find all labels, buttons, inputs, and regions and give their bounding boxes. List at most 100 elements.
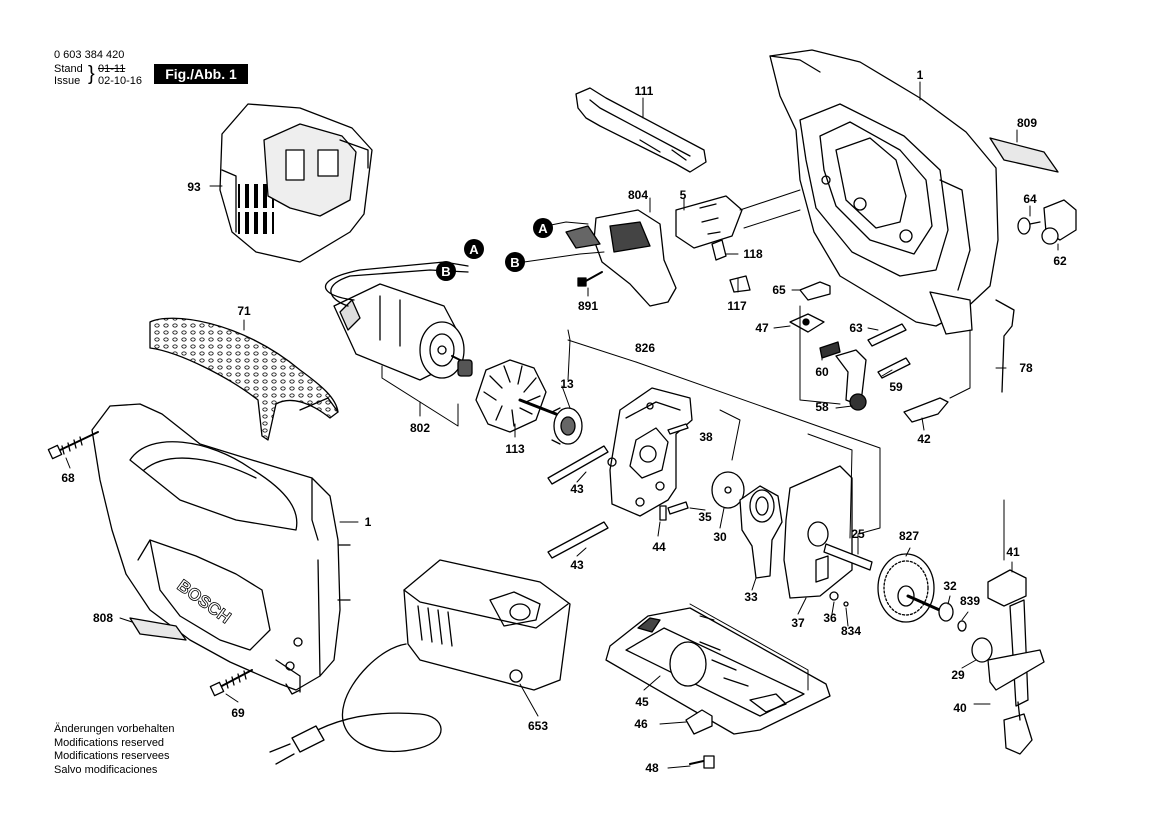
pin-44-drawing [659, 505, 667, 521]
gear-housing-drawing [607, 387, 693, 517]
stand-value: 01-11 [98, 63, 126, 75]
callout-59: 59 [889, 380, 903, 394]
callout-65: 65 [772, 283, 786, 297]
callout-13: 13 [560, 377, 574, 391]
plate-37-drawing [783, 465, 853, 599]
callout-1-bottom: 1 [365, 515, 372, 529]
note-es: Salvo modificaciones [54, 763, 158, 776]
pin-63-drawing [867, 323, 907, 347]
callout-5: 5 [680, 188, 687, 202]
callout-41: 41 [1006, 545, 1020, 559]
callout-834: 834 [841, 624, 861, 638]
connector-markers: A B A B [436, 218, 553, 281]
callout-33: 33 [744, 590, 758, 604]
figure-label: Fig./Abb. 1 [154, 64, 248, 84]
callout-78: 78 [1019, 361, 1033, 375]
callout-809: 809 [1017, 116, 1037, 130]
rod-78-drawing [995, 299, 1015, 393]
clip-46-drawing [685, 709, 713, 735]
note-de: Änderungen vorbehalten [54, 723, 175, 735]
marker-a-switch: A [538, 221, 548, 236]
callout-827: 827 [899, 529, 919, 543]
stand-label: Stand [54, 63, 83, 75]
part-60-drawing [819, 341, 841, 359]
callout-1-top: 1 [917, 68, 924, 82]
callout-808: 808 [93, 611, 113, 625]
callout-30: 30 [713, 530, 727, 544]
assembly-brackets [381, 189, 1005, 691]
callout-58: 58 [815, 400, 829, 414]
callout-804: 804 [628, 188, 648, 202]
callout-802: 802 [410, 421, 430, 435]
callout-25: 25 [851, 527, 865, 541]
brace-glyph: } [88, 63, 95, 85]
label-808-drawing [129, 617, 187, 641]
roller-support-58-drawing [835, 349, 867, 411]
notes-block: Änderungen vorbehalten Modifications res… [54, 723, 174, 777]
callout-29: 29 [951, 668, 965, 682]
callout-891: 891 [578, 299, 598, 313]
callout-826: 826 [635, 341, 655, 355]
callout-113: 113 [505, 442, 525, 456]
note-fr: Modifications reservees [54, 750, 170, 762]
clip-839-drawing [957, 620, 967, 632]
callout-93: 93 [187, 180, 201, 194]
washer-32-drawing [938, 602, 954, 622]
handle-cover-drawing [149, 317, 339, 441]
callout-37: 37 [791, 616, 805, 630]
motor-drawing [324, 261, 473, 381]
callout-40: 40 [953, 701, 967, 715]
callout-32: 32 [943, 579, 957, 593]
note-en: Modifications reserved [54, 736, 165, 749]
plate-33-drawing [739, 485, 783, 579]
callout-45: 45 [635, 695, 649, 709]
lever-42-drawing [903, 397, 949, 423]
ring-834-drawing [843, 601, 849, 607]
gear-827-drawing [877, 553, 946, 623]
callout-38: 38 [699, 430, 713, 444]
part-number: 0 603 384 420 [54, 49, 125, 61]
callout-63: 63 [849, 321, 863, 335]
callout-36: 36 [823, 611, 837, 625]
washer-36-drawing [829, 591, 839, 601]
pin-43b-drawing [547, 521, 609, 559]
plate-117-drawing [729, 275, 751, 293]
issue-label: Issue [54, 75, 81, 87]
spring-118-drawing [711, 239, 727, 261]
right-housing-drawing [769, 49, 999, 335]
lamp-64-drawing [1017, 217, 1041, 235]
marker-b-motor: B [441, 264, 450, 279]
pin-59-drawing [877, 357, 911, 379]
cap-62-drawing [1041, 199, 1077, 245]
pin-38-drawing [667, 423, 689, 435]
leader-lines [65, 81, 1059, 769]
base-plate-drawing [605, 607, 831, 735]
callout-46: 46 [634, 717, 648, 731]
disc-30-drawing [711, 471, 745, 509]
screw-68-drawing [47, 431, 99, 460]
callout-35: 35 [698, 510, 712, 524]
callout-839: 839 [960, 594, 980, 608]
callout-64: 64 [1023, 192, 1037, 206]
callout-71: 71 [237, 304, 251, 318]
callout-117: 117 [727, 299, 747, 313]
callout-60: 60 [815, 365, 829, 379]
callout-48: 48 [645, 761, 659, 775]
callout-43b: 43 [570, 558, 584, 572]
roller-29-drawing [971, 637, 993, 663]
issue-value: 02-10-16 [98, 75, 143, 87]
callout-labels: 1 809 64 62 111 804 5 118 117 891 93 71 … [61, 68, 1067, 775]
bevel-gear-drawing [475, 359, 558, 433]
callout-653: 653 [528, 719, 548, 733]
marker-a-motor: A [469, 242, 479, 257]
switch-lever-drawing [575, 87, 707, 173]
battery-pack-drawing [219, 103, 373, 263]
pin-35-drawing [667, 501, 689, 515]
callout-62: 62 [1053, 254, 1067, 268]
callout-111: 111 [635, 84, 654, 98]
callout-42: 42 [917, 432, 931, 446]
marker-b-switch: B [510, 255, 519, 270]
callout-118: 118 [743, 247, 763, 261]
